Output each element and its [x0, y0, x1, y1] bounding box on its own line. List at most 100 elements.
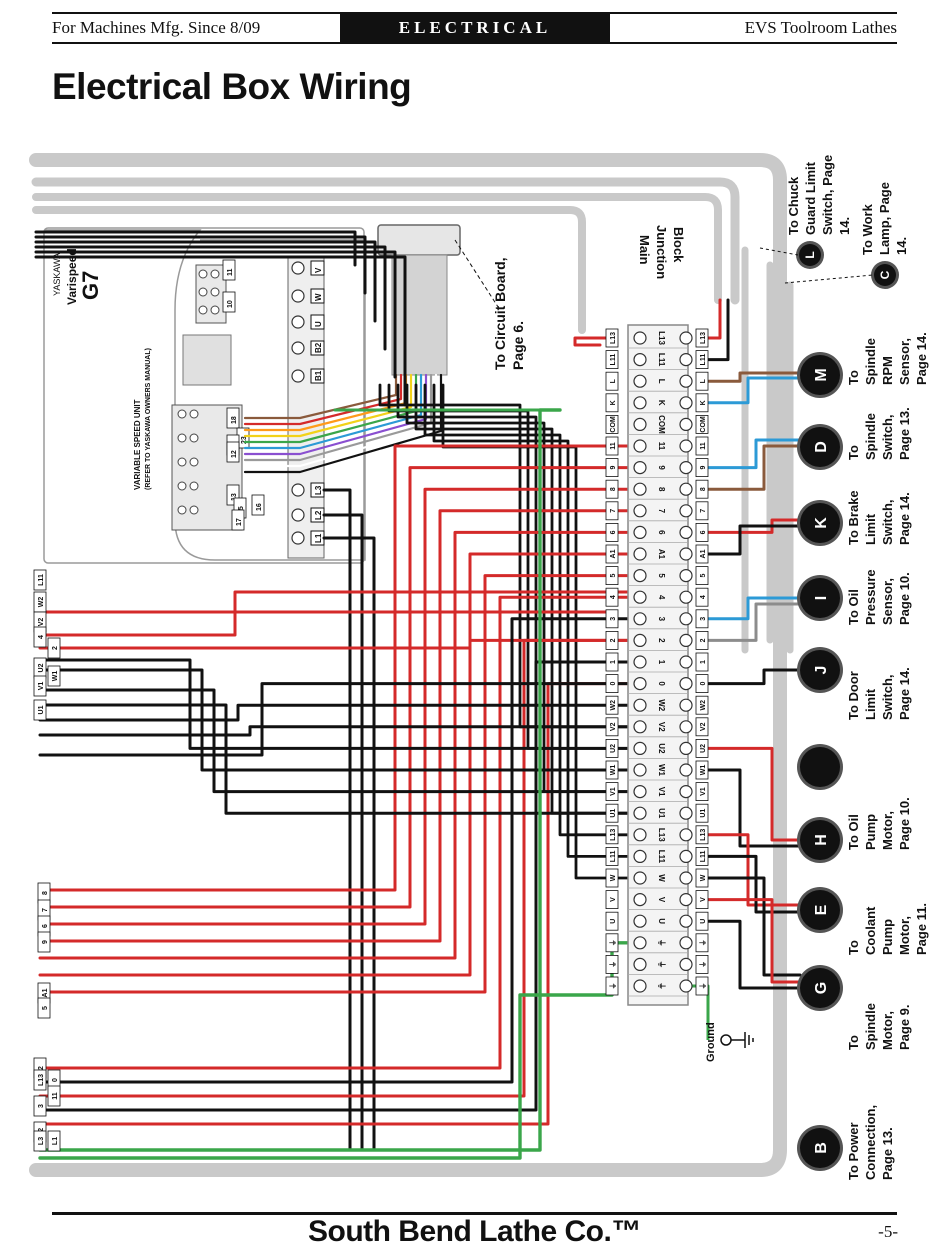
wire — [700, 376, 802, 405]
page-header: For Machines Mfg. Since 8/09 ELECTRICAL … — [52, 12, 897, 44]
junction-screw — [679, 547, 693, 561]
wire — [700, 524, 802, 556]
wire — [38, 617, 630, 1084]
junction-wire-tag — [695, 739, 709, 758]
junction-screw — [679, 396, 693, 410]
wire — [34, 250, 397, 379]
junction-wire-tag-label: L11 — [700, 850, 707, 862]
junction-terminal-label: L13 — [657, 331, 666, 345]
junction-wire-tag — [605, 652, 619, 672]
junction-screw — [633, 504, 647, 518]
wire — [38, 725, 630, 737]
junction-screw — [633, 741, 647, 756]
connector-circle — [800, 820, 840, 860]
junction-wire-tag-label: L11 — [610, 354, 617, 366]
vfd-control-tag — [251, 494, 265, 516]
junction-wire-tag-label: 11 — [610, 442, 617, 450]
junction-wire-tag-label: 9 — [610, 466, 617, 470]
connector-circle — [874, 264, 896, 286]
vfd-model: G7 — [78, 271, 103, 300]
junction-terminal-label: 1 — [657, 660, 666, 665]
junction-wire-tag — [695, 717, 709, 737]
junction-screw — [679, 633, 693, 648]
wire — [34, 255, 407, 407]
left-wire-tag-label: L13 — [38, 1074, 45, 1086]
junction-terminal-label: 7 — [657, 509, 666, 514]
vfd-brand: YASKAWA — [52, 253, 62, 296]
wire — [322, 536, 376, 1152]
junction-wire-tag-label: L — [700, 378, 707, 383]
vfd-power-terminal-label: B2 — [314, 342, 323, 353]
junction-wire-tag-label: 11 — [700, 442, 707, 450]
junction-wire-tag — [695, 933, 709, 953]
vfd-control-tag — [222, 291, 236, 313]
left-wire-tag — [33, 1069, 47, 1091]
junction-wire-tag — [605, 523, 619, 542]
junction-terminal-label: L — [657, 379, 666, 384]
connector-letter: M — [813, 368, 830, 381]
junction-screw — [633, 439, 647, 453]
junction-wire-tag-label: 6 — [700, 530, 707, 534]
junction-terminal-label: 5 — [657, 573, 666, 578]
junction-terminal-label: W1 — [657, 764, 666, 777]
junction-wire-tag-label: 7 — [610, 509, 617, 513]
junction-wire-tag — [695, 868, 709, 888]
connector-circle — [800, 1128, 840, 1168]
vfd-unit: YASKAWA Varispeed G7 VARIABLE SPEED UNIT… — [43, 227, 366, 564]
junction-wire-tag-label: W2 — [700, 700, 707, 711]
junction-screw — [633, 396, 647, 410]
junction-terminal-label: V2 — [657, 722, 666, 732]
wire — [243, 373, 398, 420]
left-wire-tag — [47, 665, 61, 687]
junction-wire-tag-label: 5 — [610, 574, 617, 578]
junction-wire-tag-label: K — [700, 400, 707, 405]
junction-wire-tag-label: 3 — [610, 617, 617, 621]
junction-terminal-label: L11 — [657, 353, 666, 367]
junction-wire-tag — [605, 458, 619, 478]
junction-wire-tag-label: W — [610, 874, 617, 881]
vfd-power-tag — [310, 340, 325, 356]
junction-wire-tag — [695, 523, 709, 542]
junction-wire-tag — [605, 544, 619, 564]
wire — [38, 552, 630, 977]
junction-wire-tag-label: K — [610, 400, 617, 405]
junction-wire-tag — [695, 890, 709, 909]
junction-wire-tag-label: 8 — [700, 487, 707, 491]
junction-screw — [633, 612, 647, 626]
vfd-screw — [291, 369, 305, 383]
left-wire-tag-label: V1 — [38, 682, 45, 691]
wire — [700, 898, 802, 984]
junction-wire-tag — [695, 825, 709, 845]
left-wire-tag-label: 3 — [38, 1104, 45, 1108]
junction-wire-tag — [695, 479, 709, 499]
left-wire-tag — [33, 1095, 47, 1117]
footer-brand: South Bend Lathe Co.™ — [308, 1215, 641, 1248]
conduit-frame — [29, 153, 794, 1177]
junction-screw — [679, 979, 693, 993]
junction-screw — [679, 936, 693, 950]
junction-screw — [679, 331, 693, 345]
junction-screw — [633, 763, 647, 777]
junction-wire-tag — [695, 544, 709, 564]
wire — [423, 383, 630, 837]
left-wire-tag-label: 9 — [42, 940, 49, 944]
junction-wire-tag-label: COM — [700, 416, 707, 433]
vfd-control-terminal-label: 16 — [256, 503, 263, 511]
junction-wire-tag-label: L11 — [700, 354, 707, 366]
junction-wire-tag — [605, 587, 619, 607]
junction-wire-tag — [695, 782, 709, 801]
wire-bundles — [34, 230, 802, 1160]
junction-wire-tag — [605, 955, 619, 974]
junction-wire-tag-label: U — [610, 919, 617, 924]
wire — [38, 466, 630, 909]
junction-screw — [633, 698, 647, 712]
junction-wire-tag — [695, 350, 709, 370]
left-wire-tag-label: 0 — [52, 1078, 59, 1082]
left-wire-tags: L11W2V242U2V1W1U18769A152L130311L2L1L3 — [33, 569, 61, 1152]
junction-screw — [679, 374, 693, 388]
vfd-model-line: Varispeed — [65, 248, 79, 305]
